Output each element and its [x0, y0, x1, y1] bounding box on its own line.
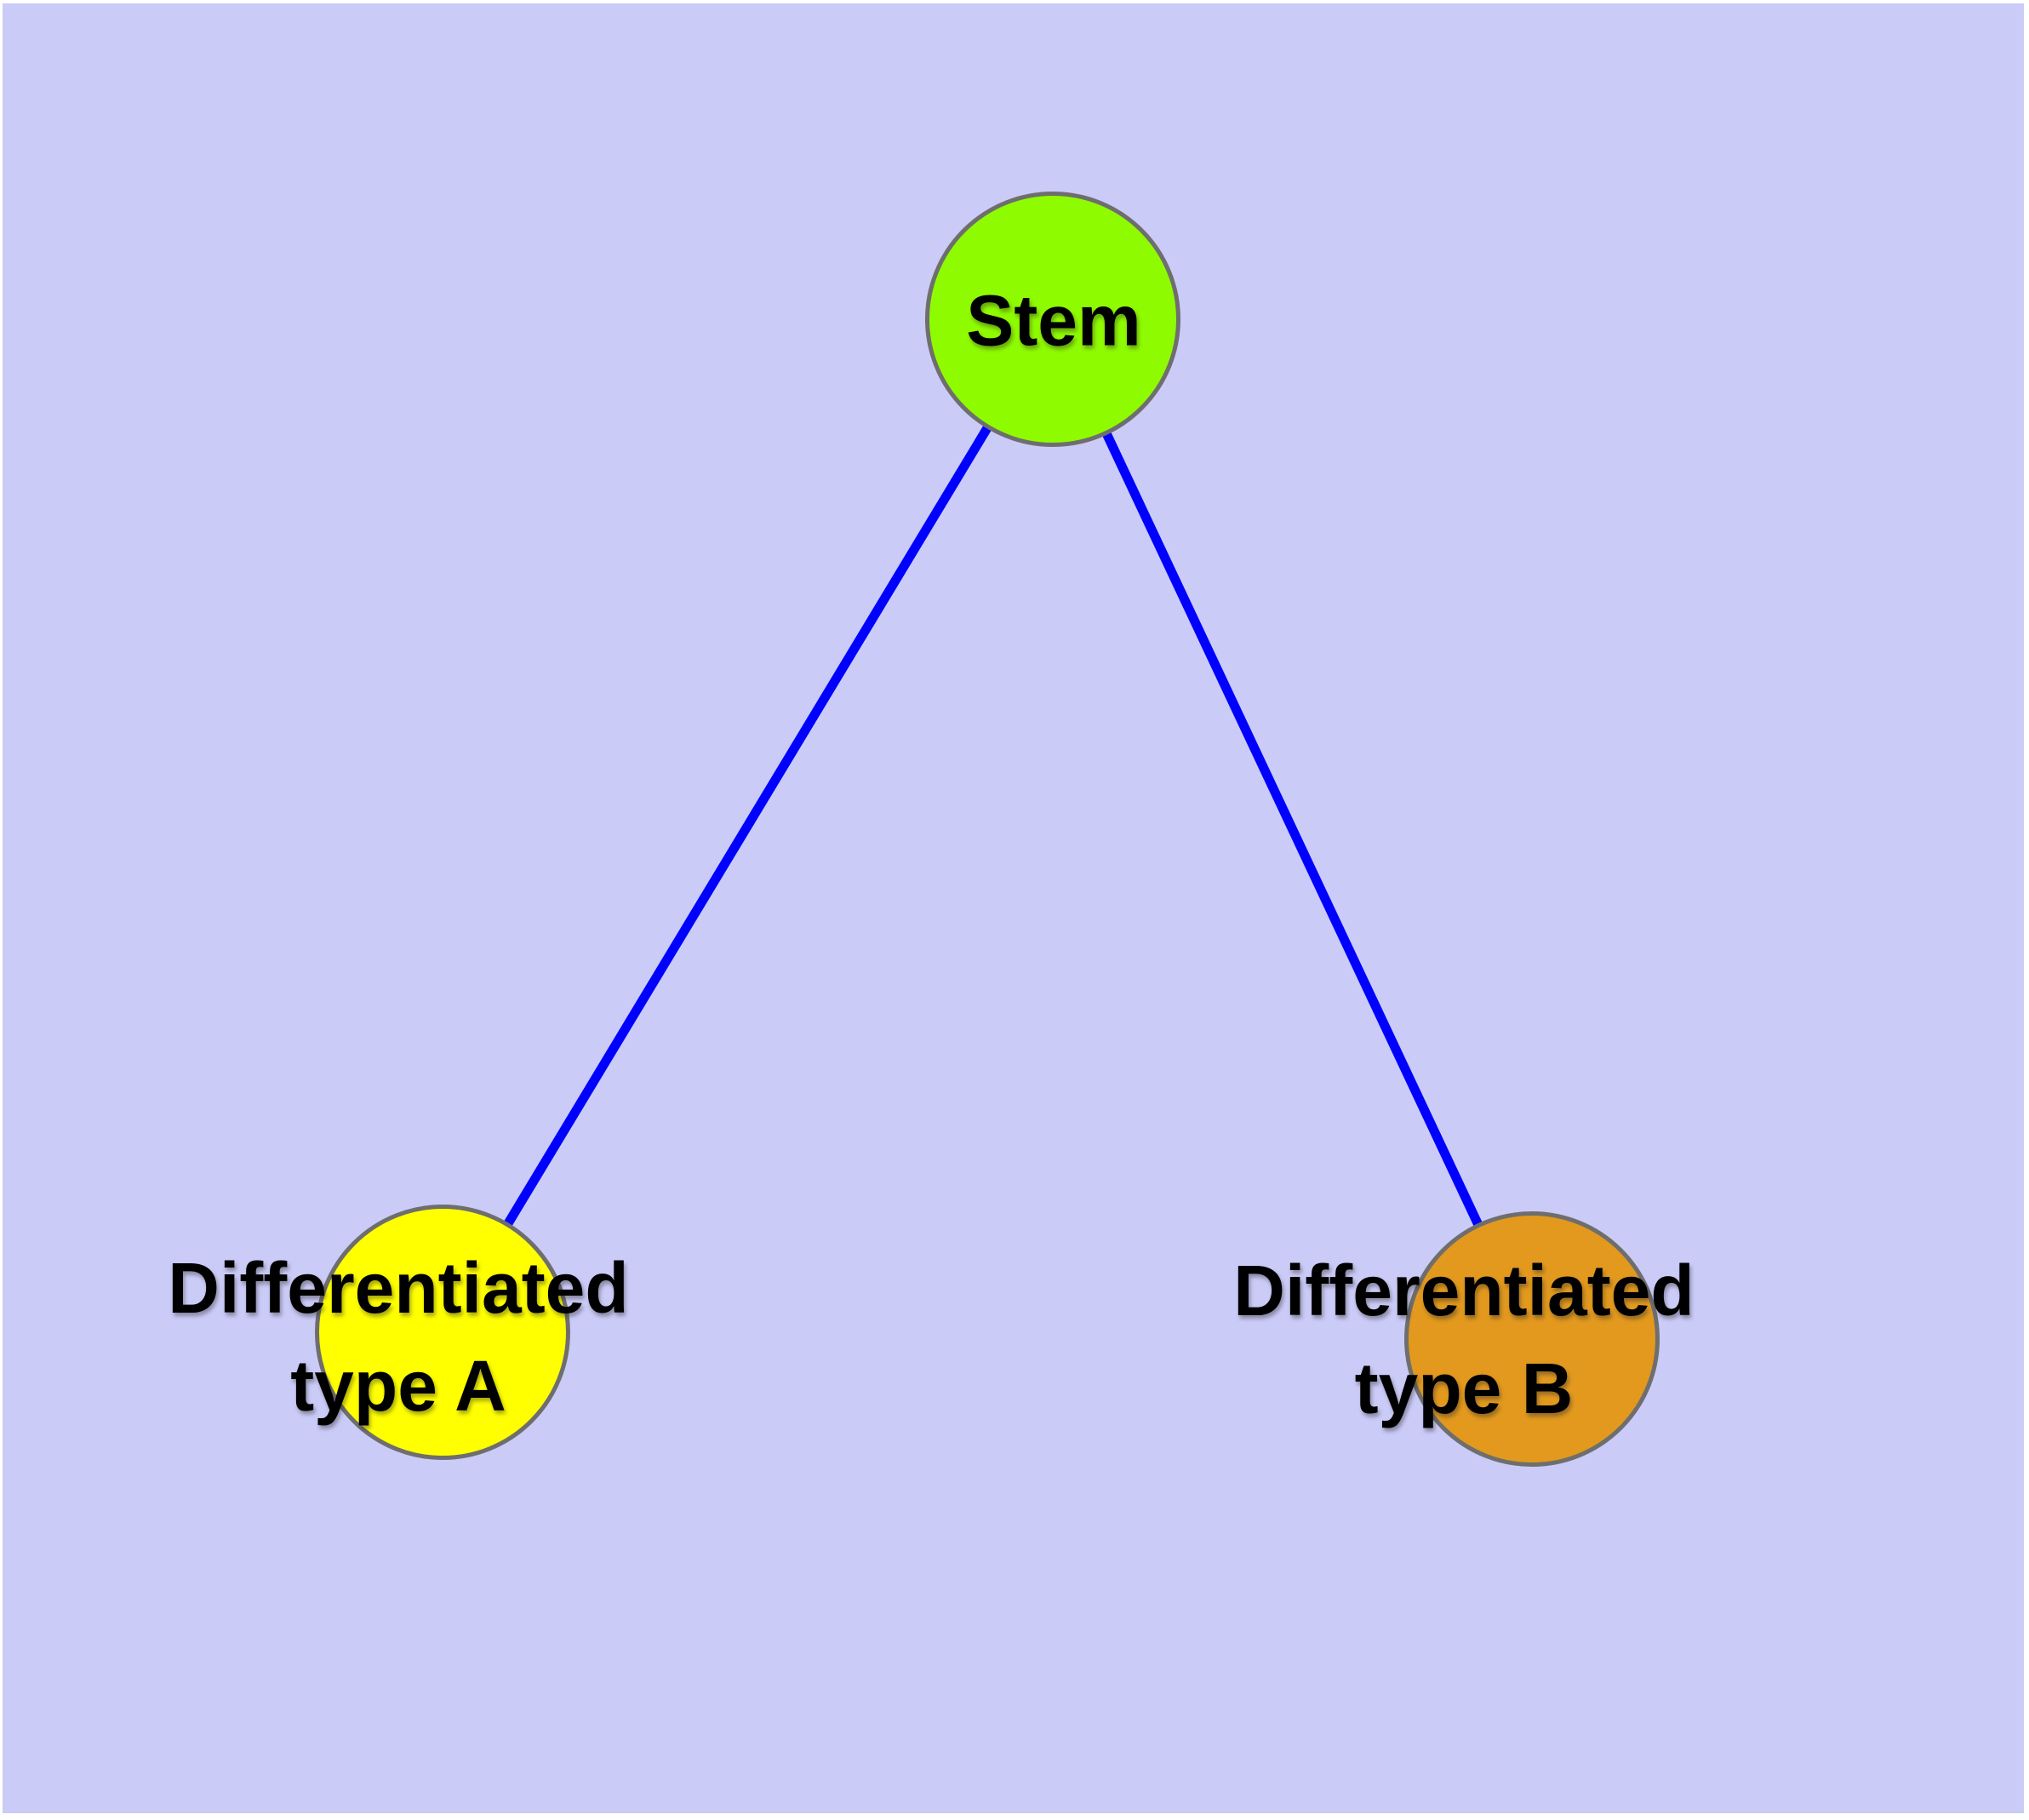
edge-stem-to-type-a	[438, 317, 1057, 1335]
node-stem	[925, 192, 1180, 447]
node-differentiated-type-a	[315, 1205, 570, 1460]
node-differentiated-type-a-label: Differentiated type A	[168, 1239, 628, 1435]
edge-stem-to-type-b	[1049, 317, 1536, 1342]
label-line: type B	[1354, 1348, 1574, 1428]
label-line: Stem	[966, 280, 1141, 361]
label-line: Differentiated	[168, 1248, 629, 1328]
label-line: Differentiated	[1233, 1251, 1695, 1331]
node-stem-label: Stem	[966, 272, 1140, 370]
node-differentiated-type-b	[1404, 1211, 1660, 1467]
label-line: type A	[290, 1346, 506, 1426]
node-differentiated-type-b-label: Differentiated type B	[1233, 1242, 1694, 1438]
